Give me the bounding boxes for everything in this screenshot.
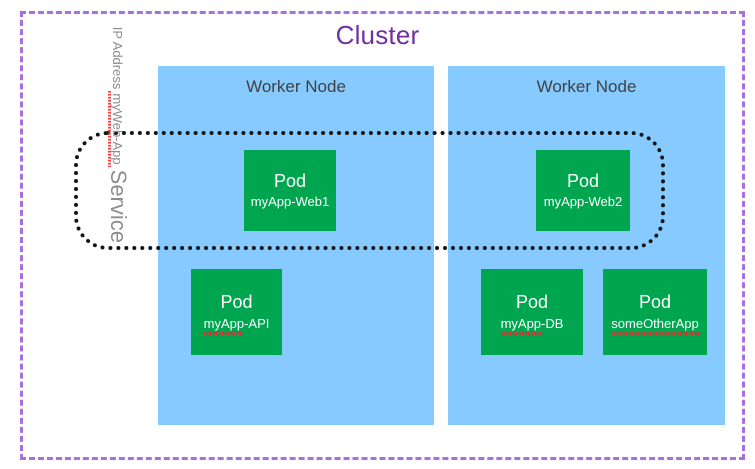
pod-title: Pod <box>273 170 307 191</box>
service-app-name: myWeb-App <box>110 93 126 165</box>
pod-myapp-db: Pod myApp-DB <box>481 269 583 355</box>
pod-name-text: myApp-Web2 <box>543 194 623 210</box>
pod-someotherapp: Pod someOtherApp <box>603 269 707 355</box>
service-label-group: Service myWeb-App IP Address <box>78 27 158 246</box>
pod-title: Pod <box>638 292 672 313</box>
service-label: Service <box>106 169 131 243</box>
worker-node-1-label: Worker Node <box>246 77 346 96</box>
cluster-boundary <box>20 11 745 460</box>
pod-name: someOtherApp <box>611 315 700 335</box>
cluster-title: Cluster <box>335 20 420 50</box>
pod-myapp-web1: Pod myApp-Web1 <box>244 150 336 231</box>
pod-title: Pod <box>220 292 253 313</box>
pod-name-prefix: myApp <box>203 315 245 335</box>
service-boundary <box>74 131 665 250</box>
pod-myapp-api: Pod myApp-API <box>191 269 282 355</box>
pod-name: myApp-Web2 <box>544 194 623 211</box>
pod-name: myApp-Web1 <box>251 194 330 211</box>
pod-name-suffix: -DB <box>541 315 564 331</box>
worker-node-2: Worker Node <box>448 66 725 425</box>
pod-title: Pod <box>566 170 600 191</box>
service-ip-address-label: IP Address <box>110 26 126 90</box>
worker-node-2-label: Worker Node <box>536 77 637 96</box>
pod-name: myApp-API <box>203 315 270 335</box>
worker-node-1: Worker Node <box>158 66 434 425</box>
pod-name-prefix: myApp <box>500 315 542 335</box>
pod-myapp-web2: Pod myApp-Web2 <box>536 150 630 231</box>
pod-title: Pod <box>515 292 549 313</box>
pod-name-text: myApp-Web1 <box>250 194 330 210</box>
pod-name-suffix: -API <box>244 315 270 331</box>
pod-name: myApp-DB <box>500 315 564 335</box>
pod-name-prefix: someOtherApp <box>611 315 700 335</box>
